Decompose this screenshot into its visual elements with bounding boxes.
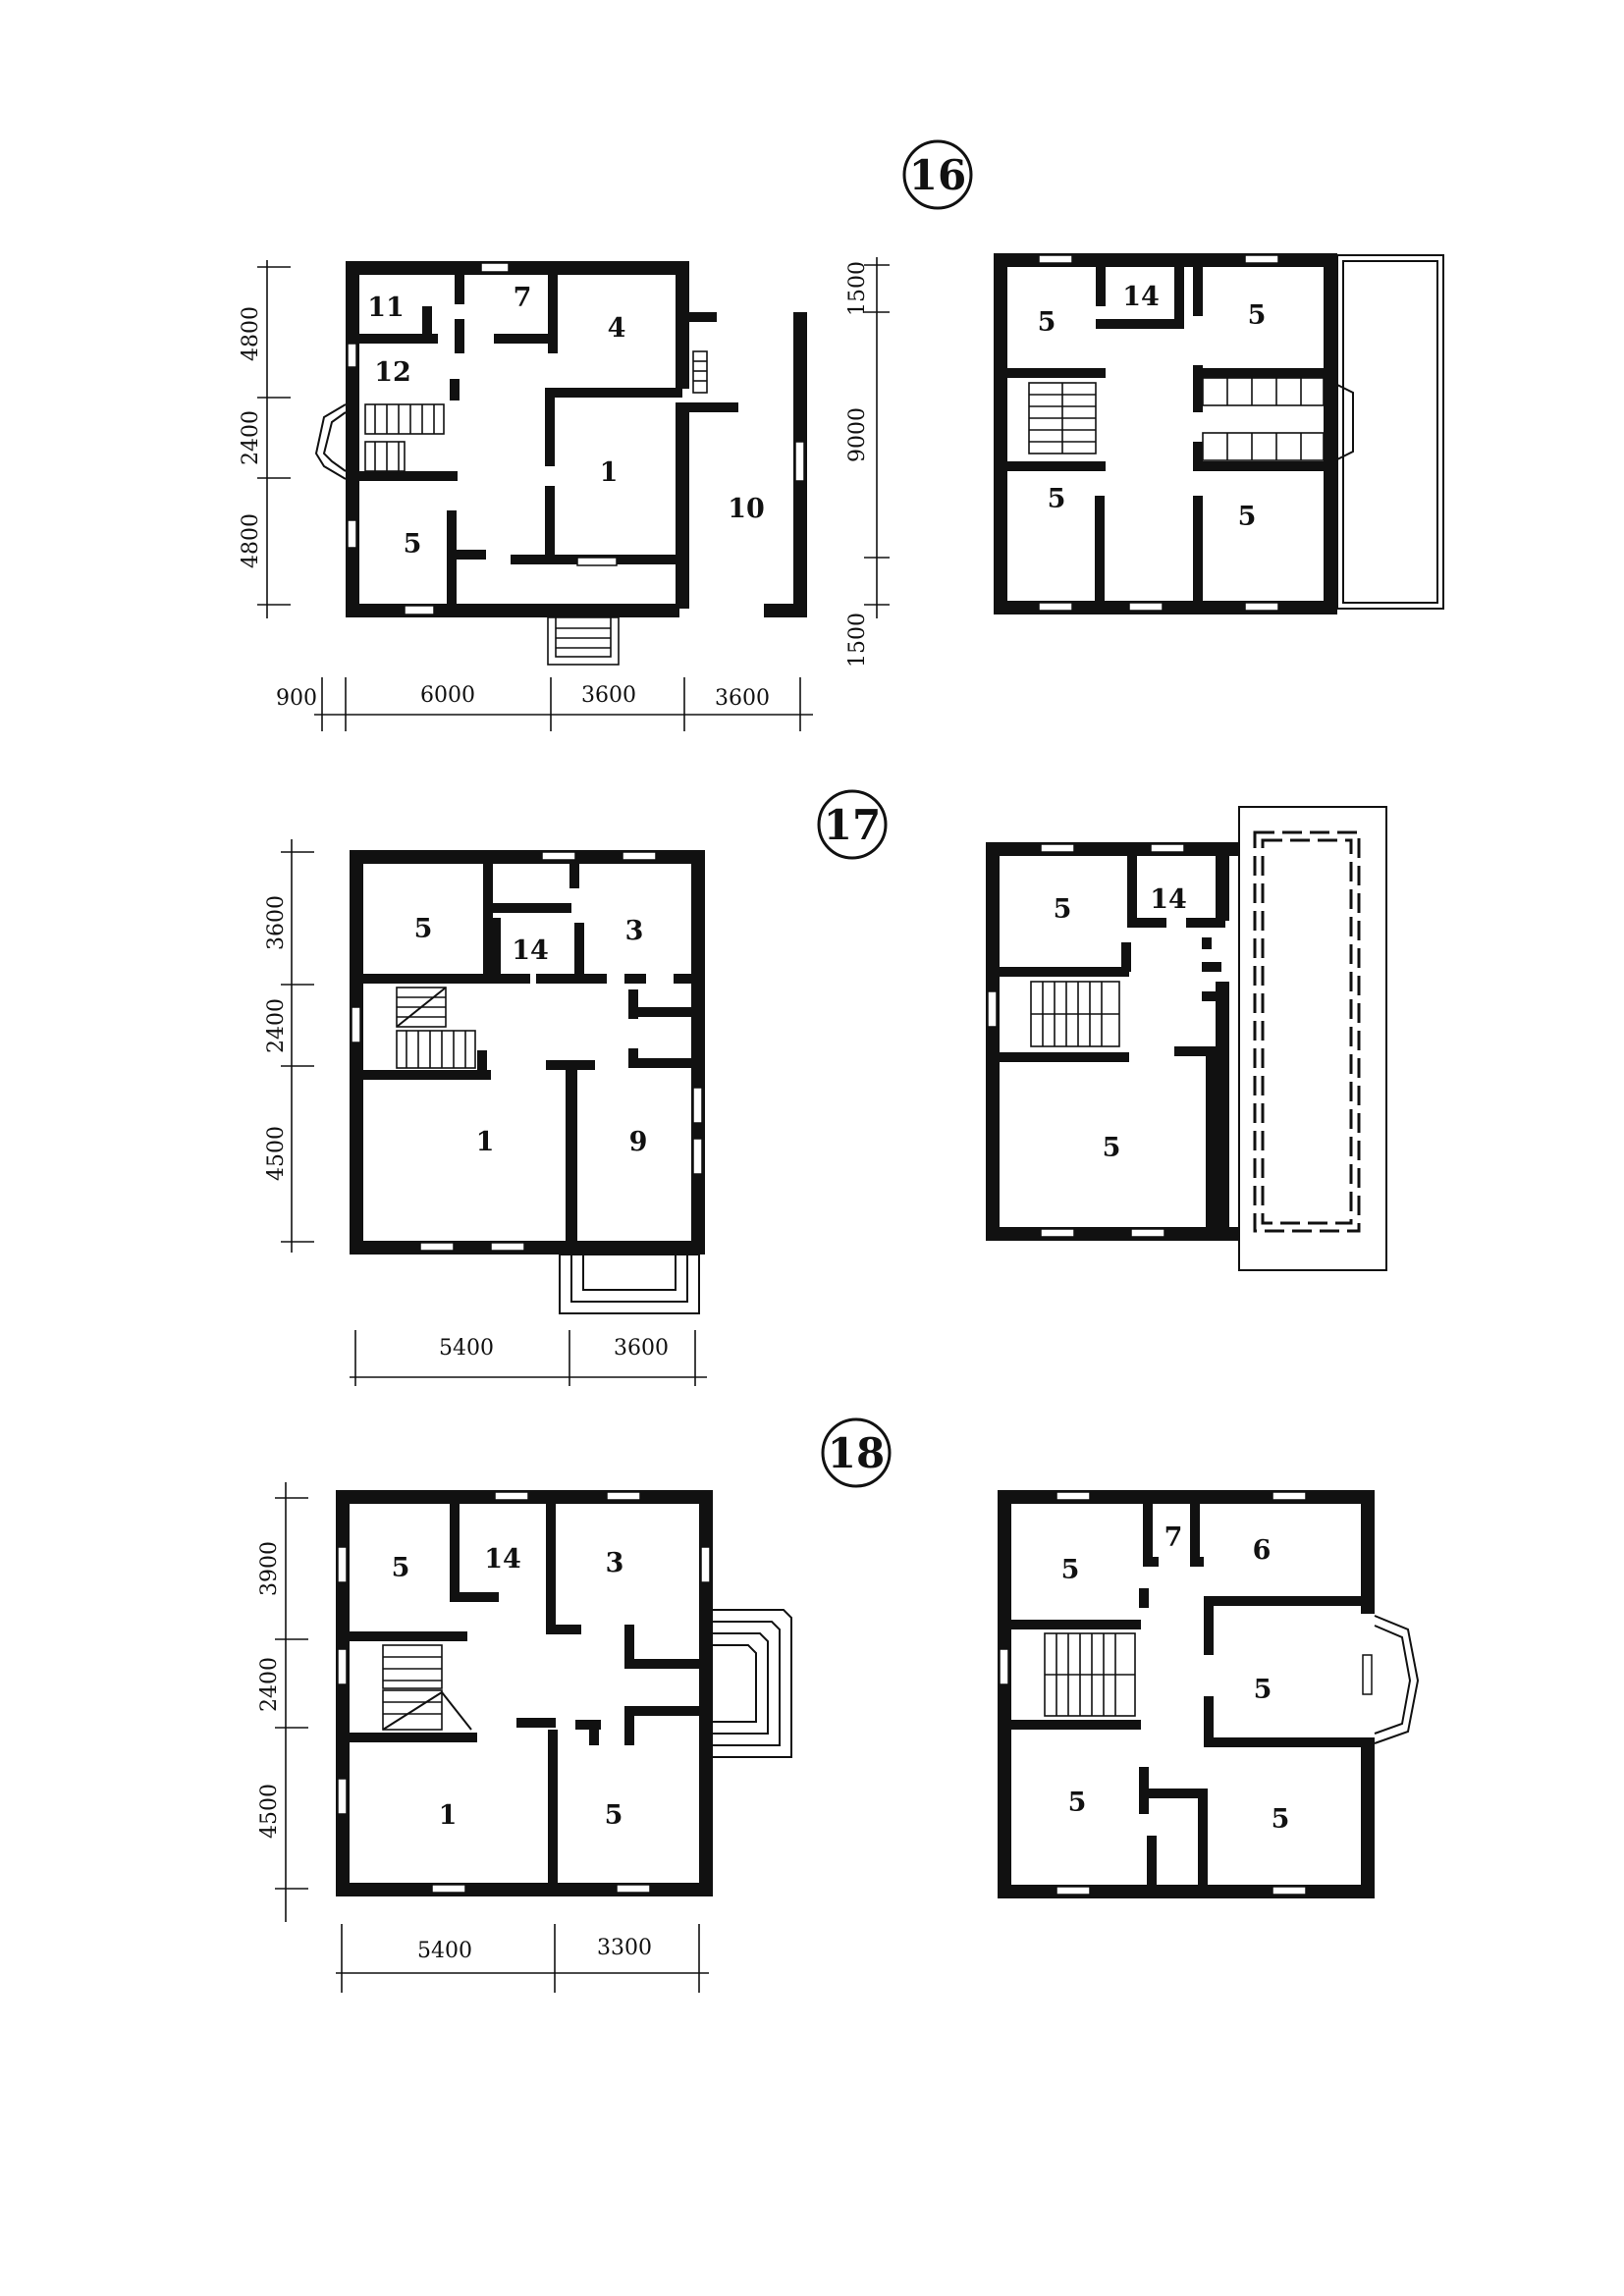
room-label: 14 [1122,282,1160,312]
dimension-lines: 4800 2400 4800 1500 9000 1500 900 6000 [239,257,890,731]
variant-number-badge: 17 [817,789,888,860]
room-label: 5 [1048,484,1066,514]
entrance-steps [547,616,620,666]
ground-floor-plan: 5 14 3 1 9 3600 2400 4500 5400 3600 [264,839,707,1386]
dim-value: 4800 [239,513,263,568]
room-label: 14 [1150,884,1187,915]
staircase [1044,1632,1136,1717]
room-label: 1 [476,1127,495,1157]
room-label: 5 [1272,1804,1290,1835]
dim-value: 9000 [845,407,870,462]
variant-17: 17 [264,789,1387,1386]
staircase [364,403,445,472]
room-label: 14 [512,935,549,966]
ground-floor-plan: 5 14 3 1 5 3900 2400 4500 5400 3300 [257,1482,792,1993]
dim-value: 2400 [257,1657,282,1712]
room-label: 12 [374,357,411,388]
dim-value: 3600 [715,686,770,711]
variant-number: 18 [828,1429,885,1477]
dim-value: 3600 [614,1336,669,1361]
dim-value: 900 [276,686,317,711]
dim-value: 4500 [264,1126,289,1181]
dim-value: 3600 [581,683,636,708]
upper-floor-plan: 5 14 5 5 5 [994,253,1444,614]
room-label: 1 [600,457,619,488]
staircase [1030,981,1120,1047]
corridor-stair [692,350,708,394]
dim-value: 6000 [420,683,475,708]
room-label: 1 [439,1800,458,1831]
room-label: 5 [414,914,433,944]
staircase [396,987,476,1069]
ground-floor-plan: 11 7 4 12 1 10 5 4800 2400 4800 [239,257,890,731]
dimension-lines: 3600 2400 4500 5400 3600 [264,839,707,1386]
room-label: 9 [629,1127,648,1157]
dimension-lines: 3900 2400 4500 5400 3300 [257,1482,709,1993]
variant-18: 18 [257,1417,1420,1993]
dim-value: 4500 [257,1784,282,1839]
variant-number: 16 [909,151,966,199]
dim-value: 4800 [239,306,263,361]
room-label: 3 [625,916,644,946]
room-label: 7 [514,283,532,313]
room-label: 7 [1164,1522,1183,1553]
variant-16: 16 [239,139,1444,731]
dim-value: 2400 [239,410,263,465]
room-label: 5 [404,529,422,560]
dim-value: 3600 [264,895,289,950]
variant-number: 17 [824,801,881,849]
dim-value: 1500 [845,613,870,667]
dim-value: 3300 [597,1936,652,1960]
room-label: 5 [1103,1133,1121,1163]
variant-number-badge: 18 [821,1417,892,1488]
room-label: 11 [367,293,405,323]
room-label: 5 [1061,1555,1080,1585]
room-label: 5 [1054,894,1072,925]
room-label: 5 [1238,502,1257,532]
variant-number-badge: 16 [902,139,973,210]
room-label: 5 [605,1800,623,1831]
dim-value: 2400 [264,998,289,1053]
staircase [382,1644,472,1731]
room-label: 14 [484,1544,521,1575]
room-label: 5 [392,1553,410,1583]
room-label: 5 [1038,307,1056,338]
dim-value: 5400 [417,1939,472,1963]
dim-value: 1500 [845,261,870,316]
room-label: 5 [1254,1675,1272,1705]
room-label: 3 [606,1548,624,1578]
upper-floor-plan: 5 7 6 5 5 5 [998,1490,1420,1898]
dim-value: 5400 [439,1336,494,1361]
entrance-porch [559,1254,700,1314]
room-label: 6 [1253,1535,1272,1566]
room-label: 4 [608,313,626,344]
upper-floor-plan: 5 14 5 [986,806,1387,1271]
room-label: 10 [728,494,765,524]
room-label: 5 [1068,1788,1087,1818]
dim-value: 3900 [257,1541,282,1596]
entrance-steps [713,1609,792,1758]
staircase [1028,382,1097,454]
room-label: 5 [1248,300,1267,331]
